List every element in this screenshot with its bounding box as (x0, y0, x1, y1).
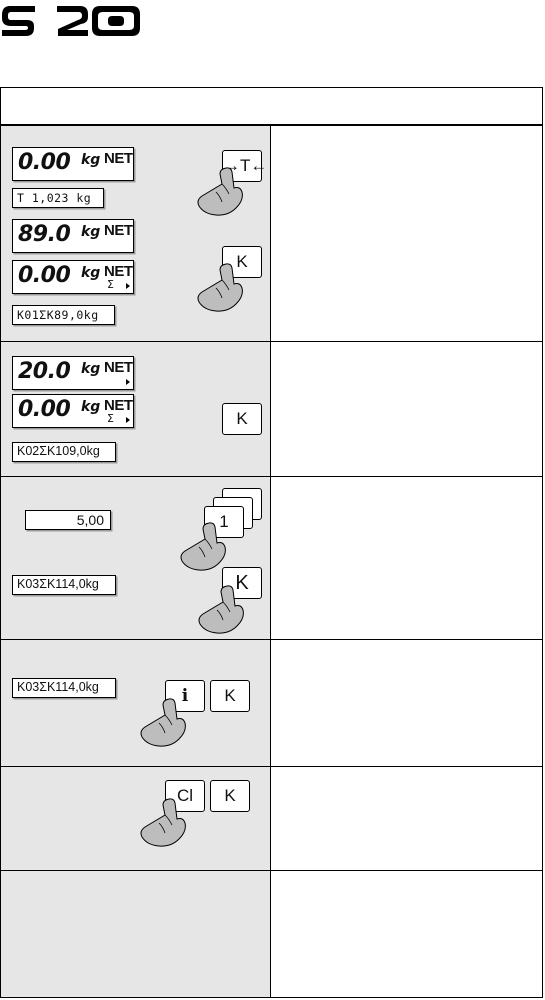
sum-display: K03ΣK114,0kg (12, 678, 116, 698)
step-row-6-illustration (1, 871, 271, 997)
arrow-indicator-icon (126, 379, 130, 385)
lcd-display: 89.0 kg NET (12, 219, 134, 253)
k-key[interactable]: K (210, 780, 250, 812)
step-row-1: 0.00 kg NET T 1,023 kg 89.0 kg NET 0.00 … (1, 126, 542, 342)
clear-key[interactable]: Cl (165, 780, 205, 812)
step-row-2-illustration: 20.0 kg NET 0.00 kg NET Σ K02ΣK109,0kg K (1, 342, 271, 476)
k-key[interactable]: K (222, 403, 262, 435)
sum-display: K01ΣK89,0kg (12, 305, 115, 325)
step-row-3-description (271, 477, 542, 639)
step-row-1-illustration: 0.00 kg NET T 1,023 kg 89.0 kg NET 0.00 … (1, 126, 271, 341)
step-row-6 (1, 871, 542, 997)
tare-display: T 1,023 kg (12, 188, 104, 208)
sum-display: K02ΣK109,0kg (12, 442, 116, 462)
step-row-4-description (271, 640, 542, 766)
step-row-5: Cl K (1, 767, 542, 871)
step-row-1-description (271, 126, 542, 341)
step-row-2-description (271, 342, 542, 476)
lcd-display: 0.00 kg NET Σ (12, 260, 134, 294)
k-key[interactable]: K (210, 680, 250, 712)
pointing-hand-icon (140, 698, 186, 747)
instruction-table: 0.00 kg NET T 1,023 kg 89.0 kg NET 0.00 … (0, 87, 543, 998)
lcd-display: 20.0 kg NET (12, 356, 134, 390)
pointing-hand-icon (140, 798, 186, 847)
input-display: 5,00 (25, 510, 111, 530)
step-row-5-description (271, 767, 542, 870)
lcd-display: 0.00 kg NET (12, 147, 134, 181)
step-row-4-illustration: K03ΣK114,0kg i K (1, 640, 271, 766)
step-row-3-illustration: 5,00 K03ΣK114,0kg 1 K (1, 477, 271, 639)
pointing-hand-icon (197, 167, 243, 216)
step-row-5-illustration: Cl K (1, 767, 271, 870)
lcd-display: 0.00 kg NET Σ (12, 394, 134, 428)
pointing-hand-icon (180, 522, 226, 571)
table-header (1, 88, 542, 126)
arrow-indicator-icon (126, 283, 130, 289)
sum-display: K03ΣK114,0kg (12, 575, 116, 595)
s20-logo (2, 6, 140, 36)
step-row-2: 20.0 kg NET 0.00 kg NET Σ K02ΣK109,0kg K (1, 342, 542, 477)
step-row-6-description (271, 871, 542, 997)
step-row-4: K03ΣK114,0kg i K (1, 640, 542, 767)
pointing-hand-icon (198, 585, 244, 634)
arrow-indicator-icon (126, 417, 130, 423)
step-row-3: 5,00 K03ΣK114,0kg 1 K (1, 477, 542, 640)
pointing-hand-icon (197, 263, 243, 312)
